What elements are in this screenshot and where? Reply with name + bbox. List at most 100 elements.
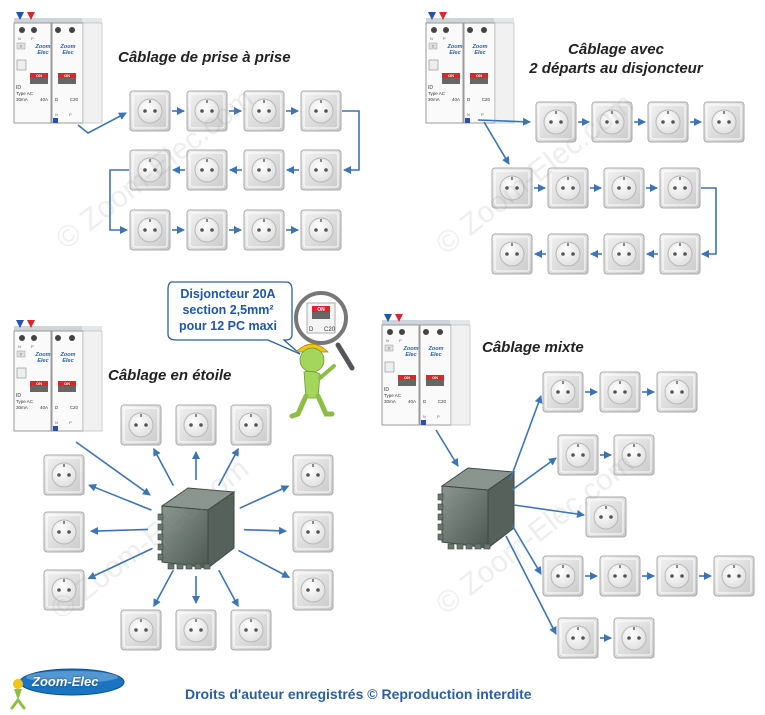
svg-text:Type AC: Type AC <box>428 91 446 96</box>
socket-outlet-icon <box>656 555 698 597</box>
svg-text:C20: C20 <box>70 405 79 410</box>
junction-box-icon <box>157 487 236 570</box>
socket-outlet-icon <box>542 371 584 413</box>
socket-outlet-icon <box>120 609 162 651</box>
svg-text:D: D <box>55 405 59 410</box>
wire-arrow <box>513 504 585 518</box>
socket-outlet-icon <box>292 511 334 553</box>
neutral-marker-icon <box>428 12 436 20</box>
junction-box-icon <box>437 467 516 550</box>
socket-outlet-icon <box>557 617 599 659</box>
svg-text:P: P <box>481 112 484 117</box>
wire-arrow <box>342 110 360 174</box>
svg-text:C20: C20 <box>482 97 491 102</box>
test-button <box>16 42 26 50</box>
socket-outlet-icon <box>703 101 745 143</box>
neutral-marker-icon <box>384 314 392 322</box>
svg-text:Elec: Elec <box>37 50 48 56</box>
title-prise-a-prise: Câblage de prise à prise <box>118 49 291 66</box>
wire-arrow <box>483 121 510 165</box>
svg-text:N: N <box>386 338 389 343</box>
svg-text:ID: ID <box>428 85 433 91</box>
svg-text:P: P <box>31 344 34 349</box>
neutral-marker-icon <box>16 320 24 328</box>
socket-outlet-icon <box>243 149 285 191</box>
title-deux-departs-line1: Câblage avec <box>568 41 664 58</box>
socket-outlet-icon <box>230 609 272 651</box>
svg-text:T: T <box>20 352 23 357</box>
socket-outlet-icon <box>659 167 701 209</box>
socket-outlet-icon <box>557 434 599 476</box>
svg-text:D: D <box>309 327 314 333</box>
socket-outlet-icon <box>243 90 285 132</box>
svg-text:Type AC: Type AC <box>16 399 34 404</box>
wire-arrow <box>109 169 129 234</box>
socket-outlet-icon <box>129 209 171 251</box>
socket-outlet-icon <box>43 569 85 611</box>
copyright-footer: Droits d'auteur enregistrés © Reproducti… <box>185 686 532 702</box>
socket-outlet-icon <box>43 511 85 553</box>
test-button <box>428 42 438 50</box>
phase-marker-icon <box>27 320 35 328</box>
svg-text:Zoom: Zoom <box>403 346 419 352</box>
wire-arrow <box>239 485 290 509</box>
callout-line2: section 2,5mm² <box>182 303 274 317</box>
svg-text:Elec: Elec <box>430 352 441 358</box>
phase-marker-icon <box>439 12 447 20</box>
wire-arrow <box>511 524 542 575</box>
socket-outlet-icon <box>599 555 641 597</box>
wire-arrow <box>153 569 174 608</box>
svg-text:P: P <box>443 36 446 41</box>
wire-arrow <box>509 395 543 481</box>
logo-text: Zoom-Elec <box>32 674 99 689</box>
svg-text:N: N <box>18 36 21 41</box>
socket-outlet-icon <box>547 233 589 275</box>
svg-text:N: N <box>18 344 21 349</box>
svg-text:Elec: Elec <box>474 50 485 56</box>
svg-text:N: N <box>430 36 433 41</box>
svg-text:ON: ON <box>64 381 70 386</box>
wire-arrow <box>701 187 717 258</box>
socket-outlet-icon <box>292 454 334 496</box>
socket-outlet-icon <box>659 233 701 275</box>
socket-outlet-icon <box>599 371 641 413</box>
title-deux-departs-line2: 2 départs au disjoncteur <box>529 60 703 77</box>
wire-arrow <box>238 549 291 579</box>
socket-outlet-icon <box>186 149 228 191</box>
wire-arrow <box>75 441 151 496</box>
wire-arrow <box>77 112 127 134</box>
socket-outlet-icon <box>300 149 342 191</box>
phase-marker-icon <box>27 12 35 20</box>
svg-text:ID: ID <box>384 387 389 393</box>
test-button <box>16 350 26 358</box>
svg-text:Type AC: Type AC <box>16 91 34 96</box>
svg-text:Zoom: Zoom <box>60 352 76 358</box>
svg-text:Elec: Elec <box>405 352 416 358</box>
svg-text:N: N <box>467 112 470 117</box>
svg-text:P: P <box>69 112 72 117</box>
socket-outlet-icon <box>647 101 689 143</box>
svg-text:30mA: 30mA <box>16 405 28 410</box>
wire-arrow <box>217 447 239 487</box>
socket-outlet-icon <box>603 233 645 275</box>
socket-outlet-icon <box>129 90 171 132</box>
socket-outlet-icon <box>591 101 633 143</box>
svg-text:T: T <box>432 44 435 49</box>
svg-text:Type AC: Type AC <box>384 393 402 398</box>
svg-text:ON: ON <box>317 307 325 313</box>
svg-text:ON: ON <box>476 73 482 78</box>
svg-text:P: P <box>69 420 72 425</box>
socket-outlet-icon <box>613 434 655 476</box>
socket-outlet-icon <box>613 617 655 659</box>
svg-text:Zoom: Zoom <box>447 44 463 50</box>
svg-text:30mA: 30mA <box>384 399 396 404</box>
wire-arrow <box>435 429 459 467</box>
svg-text:40A: 40A <box>40 97 48 102</box>
wire-arrow <box>89 526 149 535</box>
